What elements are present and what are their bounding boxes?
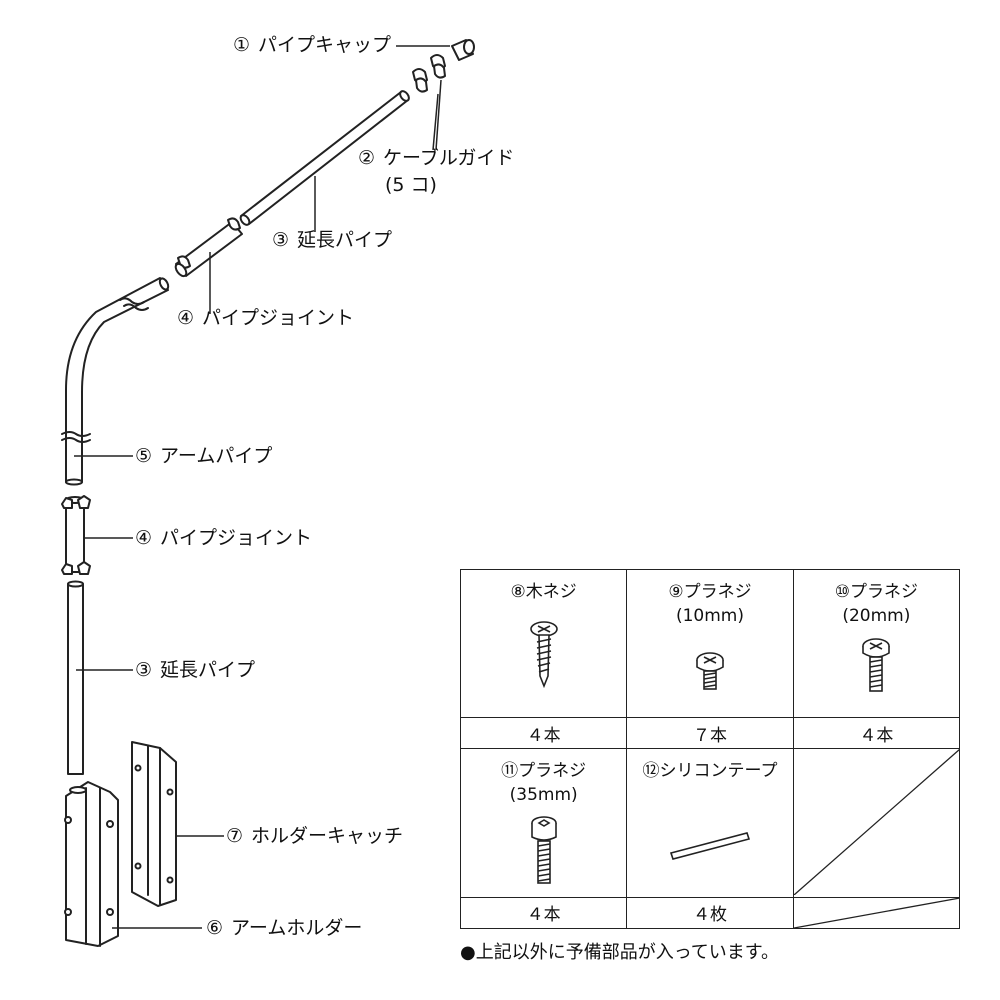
leader-lines [74, 45, 450, 929]
arm-pipe-part [61, 277, 170, 486]
diagonal-strike-count [793, 897, 960, 928]
hex-socket-screw-icon [530, 816, 557, 885]
count-phillips-screw-10mm: ７本 [626, 717, 794, 750]
pipe-cap-part [451, 39, 475, 61]
part-cell-silicone-tape: ⑫シリコンテープ [626, 748, 794, 898]
count-hex-screw-35mm: ４本 [459, 896, 628, 930]
part-cell-phillips-screw-20mm: ⑩プラネジ (20mm) [792, 568, 961, 719]
empty-count-cell [792, 896, 961, 930]
pipe-joint-lower-part [61, 495, 91, 575]
extension-pipe-upper-part [239, 90, 410, 226]
empty-cell [792, 748, 961, 898]
count-phillips-screw-20mm: ４本 [792, 717, 961, 750]
diagonal-strike [793, 749, 960, 896]
count-silicone-tape: ４枚 [626, 896, 794, 930]
spare-parts-note: ●上記以外に予備部品が入っています。 [460, 942, 780, 963]
small-parts-table: ⑧木ネジ ⑨プラネジ (10mm) [459, 568, 961, 930]
part-cell-phillips-screw-10mm: ⑨プラネジ (10mm) [626, 568, 794, 719]
part-cell-wood-screw: ⑧木ネジ [459, 568, 628, 719]
phillips-screw-medium-icon [862, 638, 891, 692]
part-cell-hex-screw-35mm: ⑪プラネジ (35mm) [459, 748, 628, 898]
silicone-tape-icon [669, 832, 751, 861]
cable-guide-part [412, 54, 446, 93]
label-cable-guide-qty: (5 コ) [385, 174, 437, 196]
wood-screw-icon [529, 621, 558, 688]
arm-holder-part [64, 781, 119, 947]
extension-pipe-lower-part [67, 580, 84, 775]
count-wood-screw: ４本 [459, 717, 628, 750]
pipe-joint-upper-part [174, 217, 243, 278]
phillips-screw-short-icon [696, 652, 724, 690]
holder-catch-part [131, 741, 177, 907]
